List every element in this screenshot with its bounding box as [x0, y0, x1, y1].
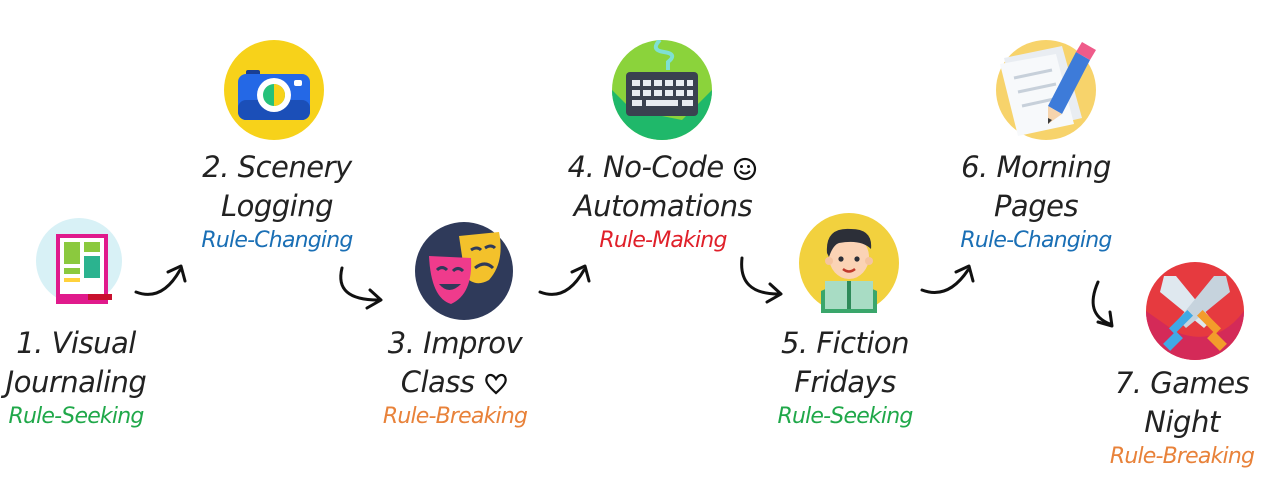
step-title-text: 4. No-Code — [567, 150, 725, 184]
step-tag: Rule-Breaking — [382, 404, 528, 429]
step-tag: Rule-Changing — [201, 228, 353, 253]
step-1: 1. Visual Journaling Rule-Seeking — [0, 324, 152, 432]
crossed-swords-icon — [1146, 262, 1244, 360]
step-title: 1. Visual — [16, 326, 136, 360]
step-title: 3. Improv — [387, 326, 523, 360]
step-title: Pages — [993, 189, 1079, 223]
journal-icon — [36, 218, 122, 304]
step-title: Fridays — [794, 365, 896, 399]
step-3: 3. Improv Class Rule-Breaking — [360, 324, 550, 432]
step-tag: Rule-Breaking — [1109, 444, 1255, 469]
paper-pencil-icon — [996, 40, 1096, 140]
step-title-text: Class — [400, 365, 475, 399]
step-title: Night — [1144, 405, 1220, 439]
step-tag: Rule-Seeking — [8, 404, 144, 429]
step-title: 4. No-Code — [556, 148, 770, 187]
step-tag: Rule-Changing — [960, 228, 1112, 253]
step-7: 7. Games Night Rule-Breaking — [1100, 364, 1264, 472]
step-title: Automations — [573, 189, 753, 223]
step-tag: Rule-Seeking — [777, 404, 913, 429]
heart-icon — [485, 373, 508, 395]
step-title: 5. Fiction — [780, 326, 910, 360]
theater-masks-icon — [415, 222, 513, 320]
step-2: 2. Scenery Logging Rule-Changing — [182, 148, 372, 256]
step-title: Logging — [220, 189, 334, 223]
step-title: 7. Games — [1114, 366, 1250, 400]
camera-icon — [224, 40, 324, 140]
step-title: Journaling — [5, 365, 147, 399]
reader-icon — [799, 213, 899, 313]
step-tag: Rule-Making — [599, 228, 727, 253]
smiley-icon — [734, 157, 757, 181]
step-6: 6. Morning Pages Rule-Changing — [942, 148, 1130, 256]
step-title: 2. Scenery — [202, 150, 352, 184]
step-4: 4. No-Code Automations Rule-Making — [556, 148, 770, 256]
keyboard-icon — [612, 40, 712, 140]
step-5: 5. Fiction Fridays Rule-Seeking — [756, 324, 934, 432]
step-title: 6. Morning — [961, 150, 1111, 184]
step-title: Class — [360, 363, 550, 402]
